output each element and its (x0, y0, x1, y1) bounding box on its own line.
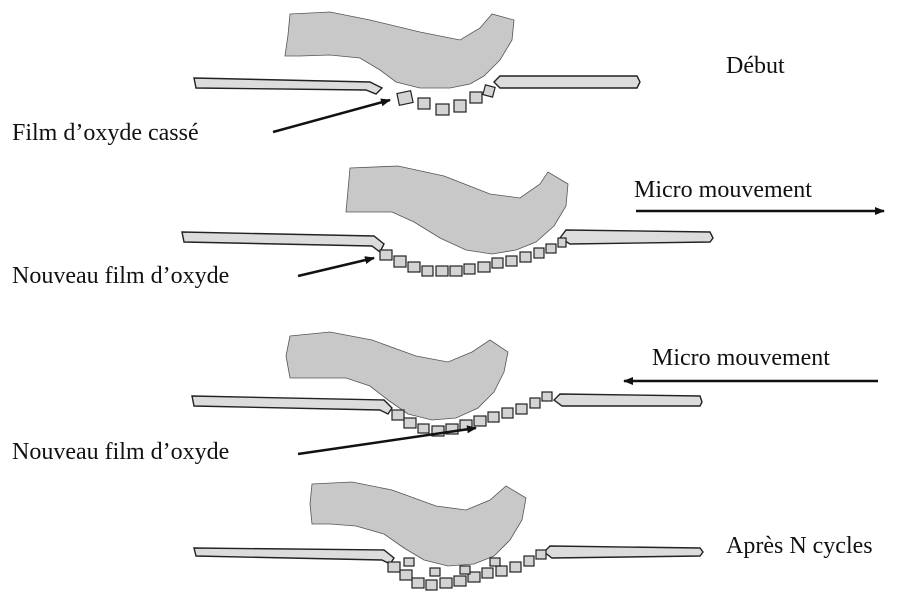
label-film-casse: Film d’oxyde cassé (12, 120, 199, 146)
plate-right (554, 394, 702, 406)
plate-left (194, 548, 394, 564)
oxide-debris (397, 85, 495, 115)
plate-right (544, 546, 703, 558)
arrow-film-casse (273, 100, 390, 132)
arrow-nouveau-film-1 (298, 258, 374, 276)
plate-left (182, 232, 384, 252)
stage-apres-n-cycles (194, 482, 703, 590)
plate-left (192, 396, 392, 414)
label-micro-mouvement-left: Micro mouvement (652, 345, 830, 371)
label-nouveau-film-2: Nouveau film d’oxyde (12, 439, 229, 465)
plate-left (194, 78, 382, 94)
label-apres-n-cycles: Après N cycles (726, 533, 873, 559)
stage-debut (194, 12, 640, 115)
label-debut: Début (726, 53, 785, 79)
arrow-nouveau-film-2 (298, 428, 476, 454)
plate-right (560, 230, 713, 244)
label-nouveau-film-1: Nouveau film d’oxyde (12, 263, 229, 289)
label-micro-mouvement-right: Micro mouvement (634, 177, 812, 203)
plate-right (494, 76, 640, 88)
contact-body (285, 12, 514, 88)
stage-micro-left (192, 332, 702, 436)
